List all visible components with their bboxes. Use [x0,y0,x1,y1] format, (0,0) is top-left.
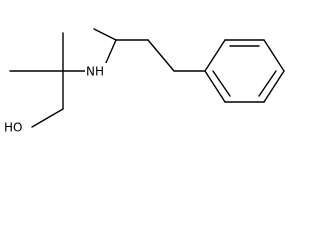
ring-double-bond-right [258,70,277,97]
bond-ch2-to-oh [31,108,64,128]
bond-ch-methyl [93,28,117,41]
molecule-diagram: NH HO [3,28,285,135]
ring-double-bond-left [212,70,231,97]
ring-bond-1 [204,39,226,72]
bond-nh-to-ch [104,39,117,66]
amine-label-background [85,63,107,79]
ring-bond-6 [204,70,226,103]
ring-bond-4 [263,70,285,103]
alcohol-label: HO [4,121,22,135]
alcohol-label-background [3,119,25,135]
structure-canvas: NH HO [3,28,285,135]
bond-ch2-to-ch2 [147,39,175,72]
ring-bond-3 [263,39,285,72]
amine-label: NH [86,65,104,79]
